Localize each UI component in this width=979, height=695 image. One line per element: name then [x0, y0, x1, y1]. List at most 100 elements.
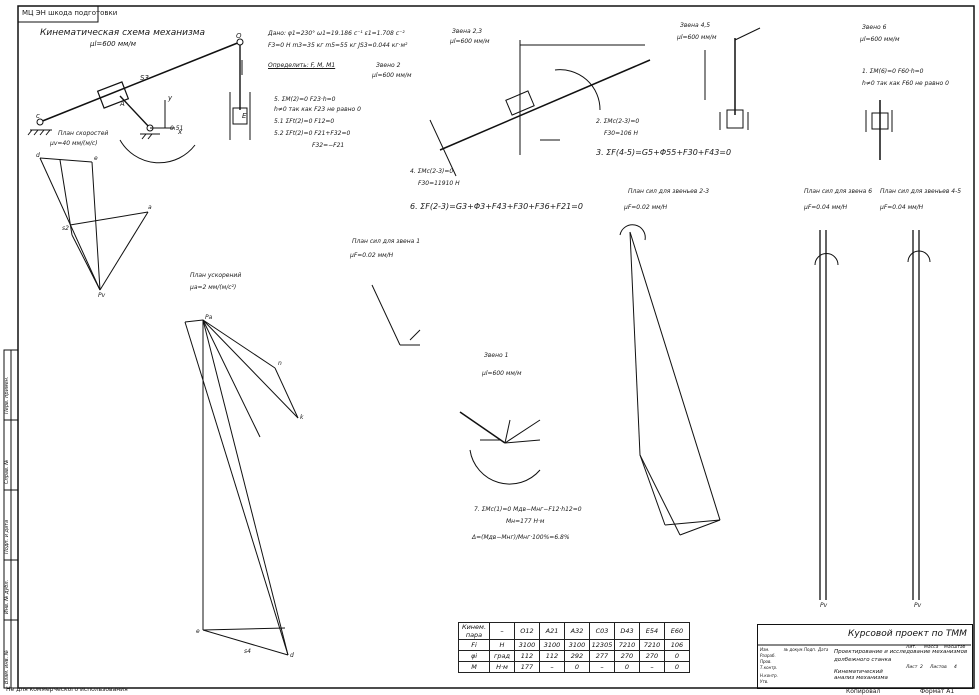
eq5-note: h≠0 так как F23 не равно 0	[274, 106, 361, 113]
table-cell: 270	[614, 650, 640, 662]
stamp-format: Формат А1	[920, 688, 955, 695]
table-cell: C03	[589, 622, 615, 640]
link23-scheme	[429, 40, 651, 177]
sheet-frame	[17, 5, 975, 689]
force-plan-link45	[907, 230, 931, 600]
vel-plan-title: План скоростей	[58, 130, 109, 137]
velocity-plan	[39, 157, 149, 291]
acc-plan-mu: μa=2 мм/(м/с²)	[190, 284, 237, 291]
kinematic-scheme	[27, 38, 251, 164]
eq2b: F30=106 H	[604, 130, 638, 137]
force-plan1-title: План сил для звена 1	[352, 238, 421, 245]
axis-y: y	[168, 94, 173, 102]
table-cell: E54	[639, 622, 665, 640]
link23-mu: μl=600 мм/м	[450, 38, 490, 45]
force-plan23-title: План сил для звеньев 2-3	[628, 188, 710, 195]
table-cell: 0	[614, 661, 640, 673]
table-cell: φi	[458, 650, 490, 662]
link2-mu: μl=600 мм/м	[372, 72, 412, 79]
acc-plan-title: План ускорений	[190, 272, 242, 279]
eq3: 3. ΣF(4-5)=G5+Φ55+F30+F43=0	[596, 148, 732, 157]
stamp-role: Пров.	[760, 659, 772, 664]
margin-label: Взам. инв. №	[4, 650, 10, 684]
stamp-col: Дата	[818, 647, 829, 652]
angle-label: 0.51	[170, 125, 184, 132]
stamp-col: № докум.	[784, 647, 804, 652]
table-header-row: Кинем. пара – O12 A21 A32 C03 D43 E54 E6…	[458, 622, 690, 640]
eq2: 2. ΣMc(2-3)=0	[596, 118, 640, 125]
stamp-lit: Лит.	[906, 645, 917, 650]
table-cell: –	[589, 661, 615, 673]
stamp-sheet-label: Лист	[906, 665, 918, 670]
table-cell: 3100	[564, 639, 590, 651]
table-cell: 106	[664, 639, 690, 651]
eq51: 5.1 ΣFt(2)=0 F12=0	[274, 118, 335, 125]
link6-eq: 1. ΣM(6)=0 F60·h=0	[862, 68, 924, 75]
stamp-sheets-label: Листов	[930, 665, 947, 670]
force-plan-link1	[371, 284, 421, 346]
acc-n: n	[278, 360, 282, 367]
link1-scheme	[459, 411, 541, 485]
stamp-sheet-no: 2	[920, 665, 923, 670]
link1-title: Звено 1	[484, 352, 509, 359]
corner-stamp-box	[17, 5, 99, 23]
table-cell: –	[539, 661, 565, 673]
point-c: c	[36, 112, 40, 120]
link45-mu: μl=600 мм/м	[677, 34, 717, 41]
margin-label: Перв. примен.	[4, 376, 10, 414]
eq7b: Mн=177 H·м	[506, 518, 545, 525]
main-mu: μl=600 мм/м	[90, 40, 137, 48]
acc-d: d	[290, 652, 294, 659]
table-cell: –	[489, 622, 515, 640]
margin-label: Справ. №	[4, 459, 10, 484]
force-plan1-mu: μF=0.02 мм/H	[350, 252, 394, 259]
table-cell: A32	[564, 622, 590, 640]
table-cell: 277	[589, 650, 615, 662]
stamp-sheets-no: 4	[954, 665, 957, 670]
table-cell: 3100	[514, 639, 540, 651]
point-a: A	[120, 100, 125, 108]
table-cell: A21	[539, 622, 565, 640]
table-cell: град	[489, 650, 515, 662]
link6-scheme	[865, 100, 893, 160]
table-cell: H	[489, 639, 515, 651]
stamp-sheet-name: Кинематический анализ механизма	[834, 669, 888, 681]
link6-note: h≠0 так как F60 не равно 0	[862, 80, 949, 87]
vel-s2: s2	[62, 225, 69, 232]
table-cell: H·м	[489, 661, 515, 673]
table-cell: 0	[664, 661, 690, 673]
eq5: 5. ΣM(2)=0 F23·h=0	[274, 96, 336, 103]
force-plan-link6	[814, 230, 839, 600]
link2-title: Звено 2	[376, 62, 401, 69]
stamp-copied: Копировал	[846, 688, 881, 695]
force45-pf: Pv	[914, 602, 922, 609]
stamp-title: Курсовой проект по ТММ	[848, 629, 967, 639]
determine-line: Определить: F, M, M1	[268, 62, 336, 69]
table-row: M H·м 177 – 0 – 0 – 0	[458, 661, 690, 673]
point-s3: S3	[140, 74, 149, 82]
table-cell: 0	[564, 661, 590, 673]
stamp-subtitle2: долбежного станка	[834, 657, 892, 663]
stamp-subtitle1: Проектирование и исследование механизмов	[834, 649, 968, 655]
table-cell: M	[458, 661, 490, 673]
stamp-role: Н.контр.	[760, 673, 778, 678]
table-row: Fi H 3100 3100 3100 12305 7210 7210 106	[458, 639, 690, 651]
force-plan6-mu: μF=0.04 мм/H	[804, 204, 848, 211]
point-e: E	[242, 112, 247, 120]
link1-mu: μl=600 мм/м	[482, 370, 522, 377]
eq-delta: Δ=(Mдв−Mнг)/Mнг·100%=6.8%	[472, 534, 570, 541]
stamp-col: Подп.	[804, 647, 817, 652]
force6-pf: Pv	[820, 602, 828, 609]
link45-title: Звена 4,5	[680, 22, 711, 29]
given-line1: Дано: φ1=230° ω1=19.186 c⁻¹ ε1=1.708 c⁻²	[268, 30, 405, 37]
table-cell: 3100	[539, 639, 565, 651]
table-cell: Fi	[458, 639, 490, 651]
vel-plan-mu: μv=40 мм/(м/с)	[50, 140, 98, 147]
force-plan45-title: План сил для звеньев 4-5	[880, 188, 962, 195]
stamp-role: Утв.	[760, 679, 769, 684]
acc-pa: Pa	[205, 314, 213, 321]
force-plan23-mu: μF=0.02 мм/H	[624, 204, 668, 211]
stamp-mass: Масса	[924, 645, 939, 650]
link23-title: Звена 2,3	[452, 28, 483, 35]
